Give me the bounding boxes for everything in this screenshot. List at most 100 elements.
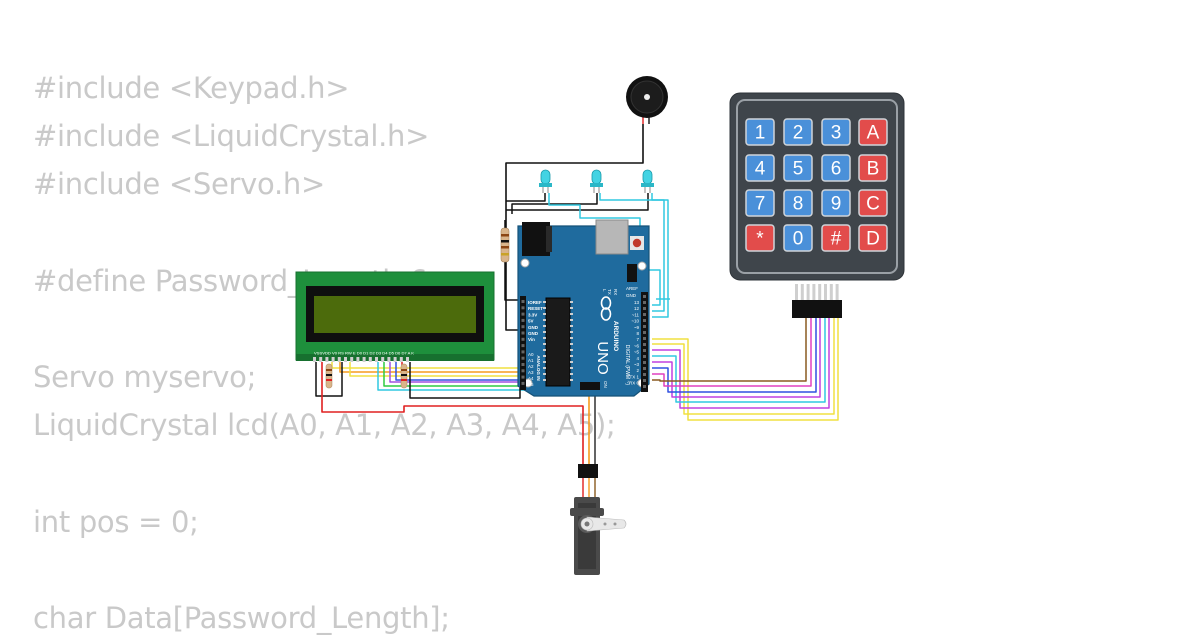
power-pin: [521, 344, 525, 348]
keypad-key-4[interactable]: 4: [745, 154, 775, 182]
arduino-model-text: UNO: [594, 341, 611, 374]
led-3[interactable]: [641, 169, 654, 193]
chip-leg: [570, 379, 573, 381]
lcd-pin: [350, 357, 354, 362]
chip-leg: [543, 319, 546, 321]
digital-pin-label: 8: [636, 331, 639, 336]
led-1[interactable]: [539, 169, 552, 193]
servo-motor[interactable]: [570, 464, 627, 575]
chip-leg: [543, 373, 546, 375]
keypad-key-5[interactable]: 5: [783, 154, 813, 182]
analog-pin-label: A5: [528, 382, 534, 387]
servo-connector: [578, 464, 598, 478]
arduino-uno[interactable]: ARDUINO UNO DIGITAL (PWM ~) ANALOG IN ON…: [517, 219, 650, 397]
lcd-pin: [368, 357, 372, 362]
chip-leg: [543, 325, 546, 327]
digital-pin: [643, 343, 646, 346]
keypad-key-2[interactable]: 3: [821, 118, 851, 146]
digital-pin-label: ~11: [632, 312, 640, 317]
chip-leg: [570, 319, 573, 321]
power-pin: [521, 337, 525, 341]
digital-pin: [643, 331, 646, 334]
resistor-led[interactable]: [500, 227, 510, 263]
chip-leg: [570, 331, 573, 333]
power-pin-label: IOREF: [528, 300, 542, 305]
digital-pin-label: ~9: [634, 325, 640, 330]
analog-pin-label: A0: [528, 352, 534, 357]
keypad-key-9[interactable]: 8: [783, 189, 813, 217]
analog-pin-label: A1: [528, 358, 534, 363]
digital-pin: [643, 319, 646, 322]
chip-leg: [570, 307, 573, 309]
lcd-screen: [314, 296, 476, 333]
keypad-key-label: 5: [793, 159, 804, 180]
power-header: [520, 296, 526, 390]
keypad-key-13[interactable]: 0: [783, 224, 813, 252]
code-line: Servo myservo;: [33, 360, 257, 395]
chip-leg: [570, 349, 573, 351]
keypad-key-label: 4: [755, 159, 766, 180]
digital-pin: [643, 349, 646, 352]
gnd-header-label: GND: [626, 293, 637, 298]
code-background: #include <Keypad.h>#include <LiquidCryst…: [33, 64, 616, 642]
keypad-key-6[interactable]: 6: [821, 154, 851, 182]
lcd-display[interactable]: VSSVDD V0 RS RW E D0 D1 D2 D3 D4 D5 D6 D…: [295, 271, 495, 362]
chip-leg: [543, 337, 546, 339]
keypad-key-1[interactable]: 2: [783, 118, 813, 146]
l-label: L: [602, 289, 607, 292]
keypad-key-15[interactable]: D: [858, 224, 888, 252]
chip-leg: [543, 307, 546, 309]
wire-led-gnd-3: [506, 193, 649, 211]
keypad-key-label: 0: [793, 229, 804, 250]
resistor-lcd-2[interactable]: [400, 363, 408, 389]
wire-keypad-6: [652, 318, 817, 393]
keypad-key-3[interactable]: A: [858, 118, 888, 146]
arduino-logo-text: ARDUINO: [612, 321, 619, 351]
wire-resistor-bot: [504, 262, 520, 301]
wire-power-red: [321, 362, 584, 470]
keypad-key-0[interactable]: 1: [745, 118, 775, 146]
chip-leg: [543, 349, 546, 351]
analog-pin-label: A2: [528, 364, 534, 369]
buzzer[interactable]: [626, 76, 668, 124]
keypad-key-8[interactable]: 7: [745, 189, 775, 217]
chip-leg: [570, 313, 573, 315]
keypad-key-11[interactable]: C: [858, 189, 888, 217]
digital-pin-label: TX 1: [629, 374, 639, 379]
keypad-key-label: 3: [831, 123, 842, 144]
digital-pin-label: 12: [634, 306, 640, 311]
keypad-key-label: 2: [793, 123, 804, 144]
arduino-logo: [600, 296, 612, 321]
wire-lcd-gnd: [315, 362, 343, 397]
power-pin: [521, 363, 525, 366]
digital-pin: [643, 379, 646, 382]
power-pin: [521, 350, 525, 354]
keypad-key-7[interactable]: B: [858, 154, 888, 182]
power-pin: [521, 375, 525, 379]
keypad-pin: [800, 284, 804, 300]
resistor-lcd-1[interactable]: [325, 363, 333, 389]
lcd-pin: [319, 357, 323, 362]
chip-leg: [570, 325, 573, 327]
power-pin-label: Vin: [528, 337, 535, 342]
keypad-key-label: 1: [755, 123, 766, 144]
keypad-pin: [806, 284, 810, 300]
lcd-pin: [387, 357, 391, 362]
wire-keypad-4: [652, 318, 826, 403]
digital-pin: [643, 295, 646, 298]
lcd-pin: [399, 357, 403, 362]
chip-leg: [543, 355, 546, 357]
digital-pin: [643, 301, 646, 304]
keypad-key-14[interactable]: #: [821, 224, 851, 252]
code-line: #include <Servo.h>: [33, 167, 325, 202]
code-line: char Data[Password_Length];: [33, 601, 450, 636]
keypad-key-10[interactable]: 9: [821, 189, 851, 217]
digital-pin-label: ~5: [634, 350, 640, 355]
keypad-key-label: 9: [831, 194, 842, 215]
keypad-pin: [795, 284, 798, 300]
keypad-key-12[interactable]: *: [745, 224, 775, 252]
led-2[interactable]: [590, 169, 603, 193]
lcd-pin: [344, 357, 347, 362]
